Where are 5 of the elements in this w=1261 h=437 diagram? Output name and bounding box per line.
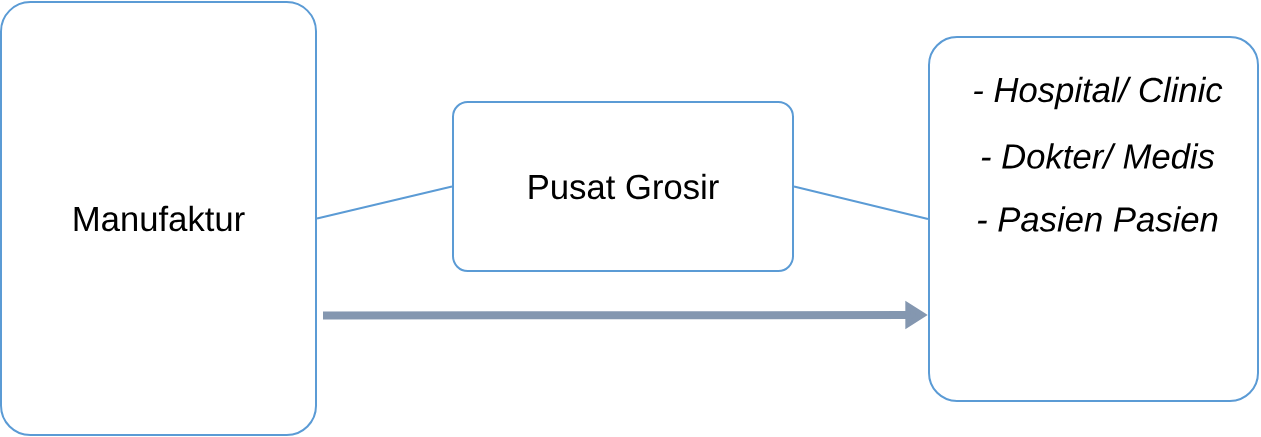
connector-line [316,185,453,220]
connector-line [793,185,929,220]
rounded-box: Manufaktur [0,1,317,436]
rounded-box: - Hospital/ Clinic - Dokter/ Medis - Pasien Pasien [928,36,1259,402]
rounded-box: Pusat Grosir [452,101,794,272]
